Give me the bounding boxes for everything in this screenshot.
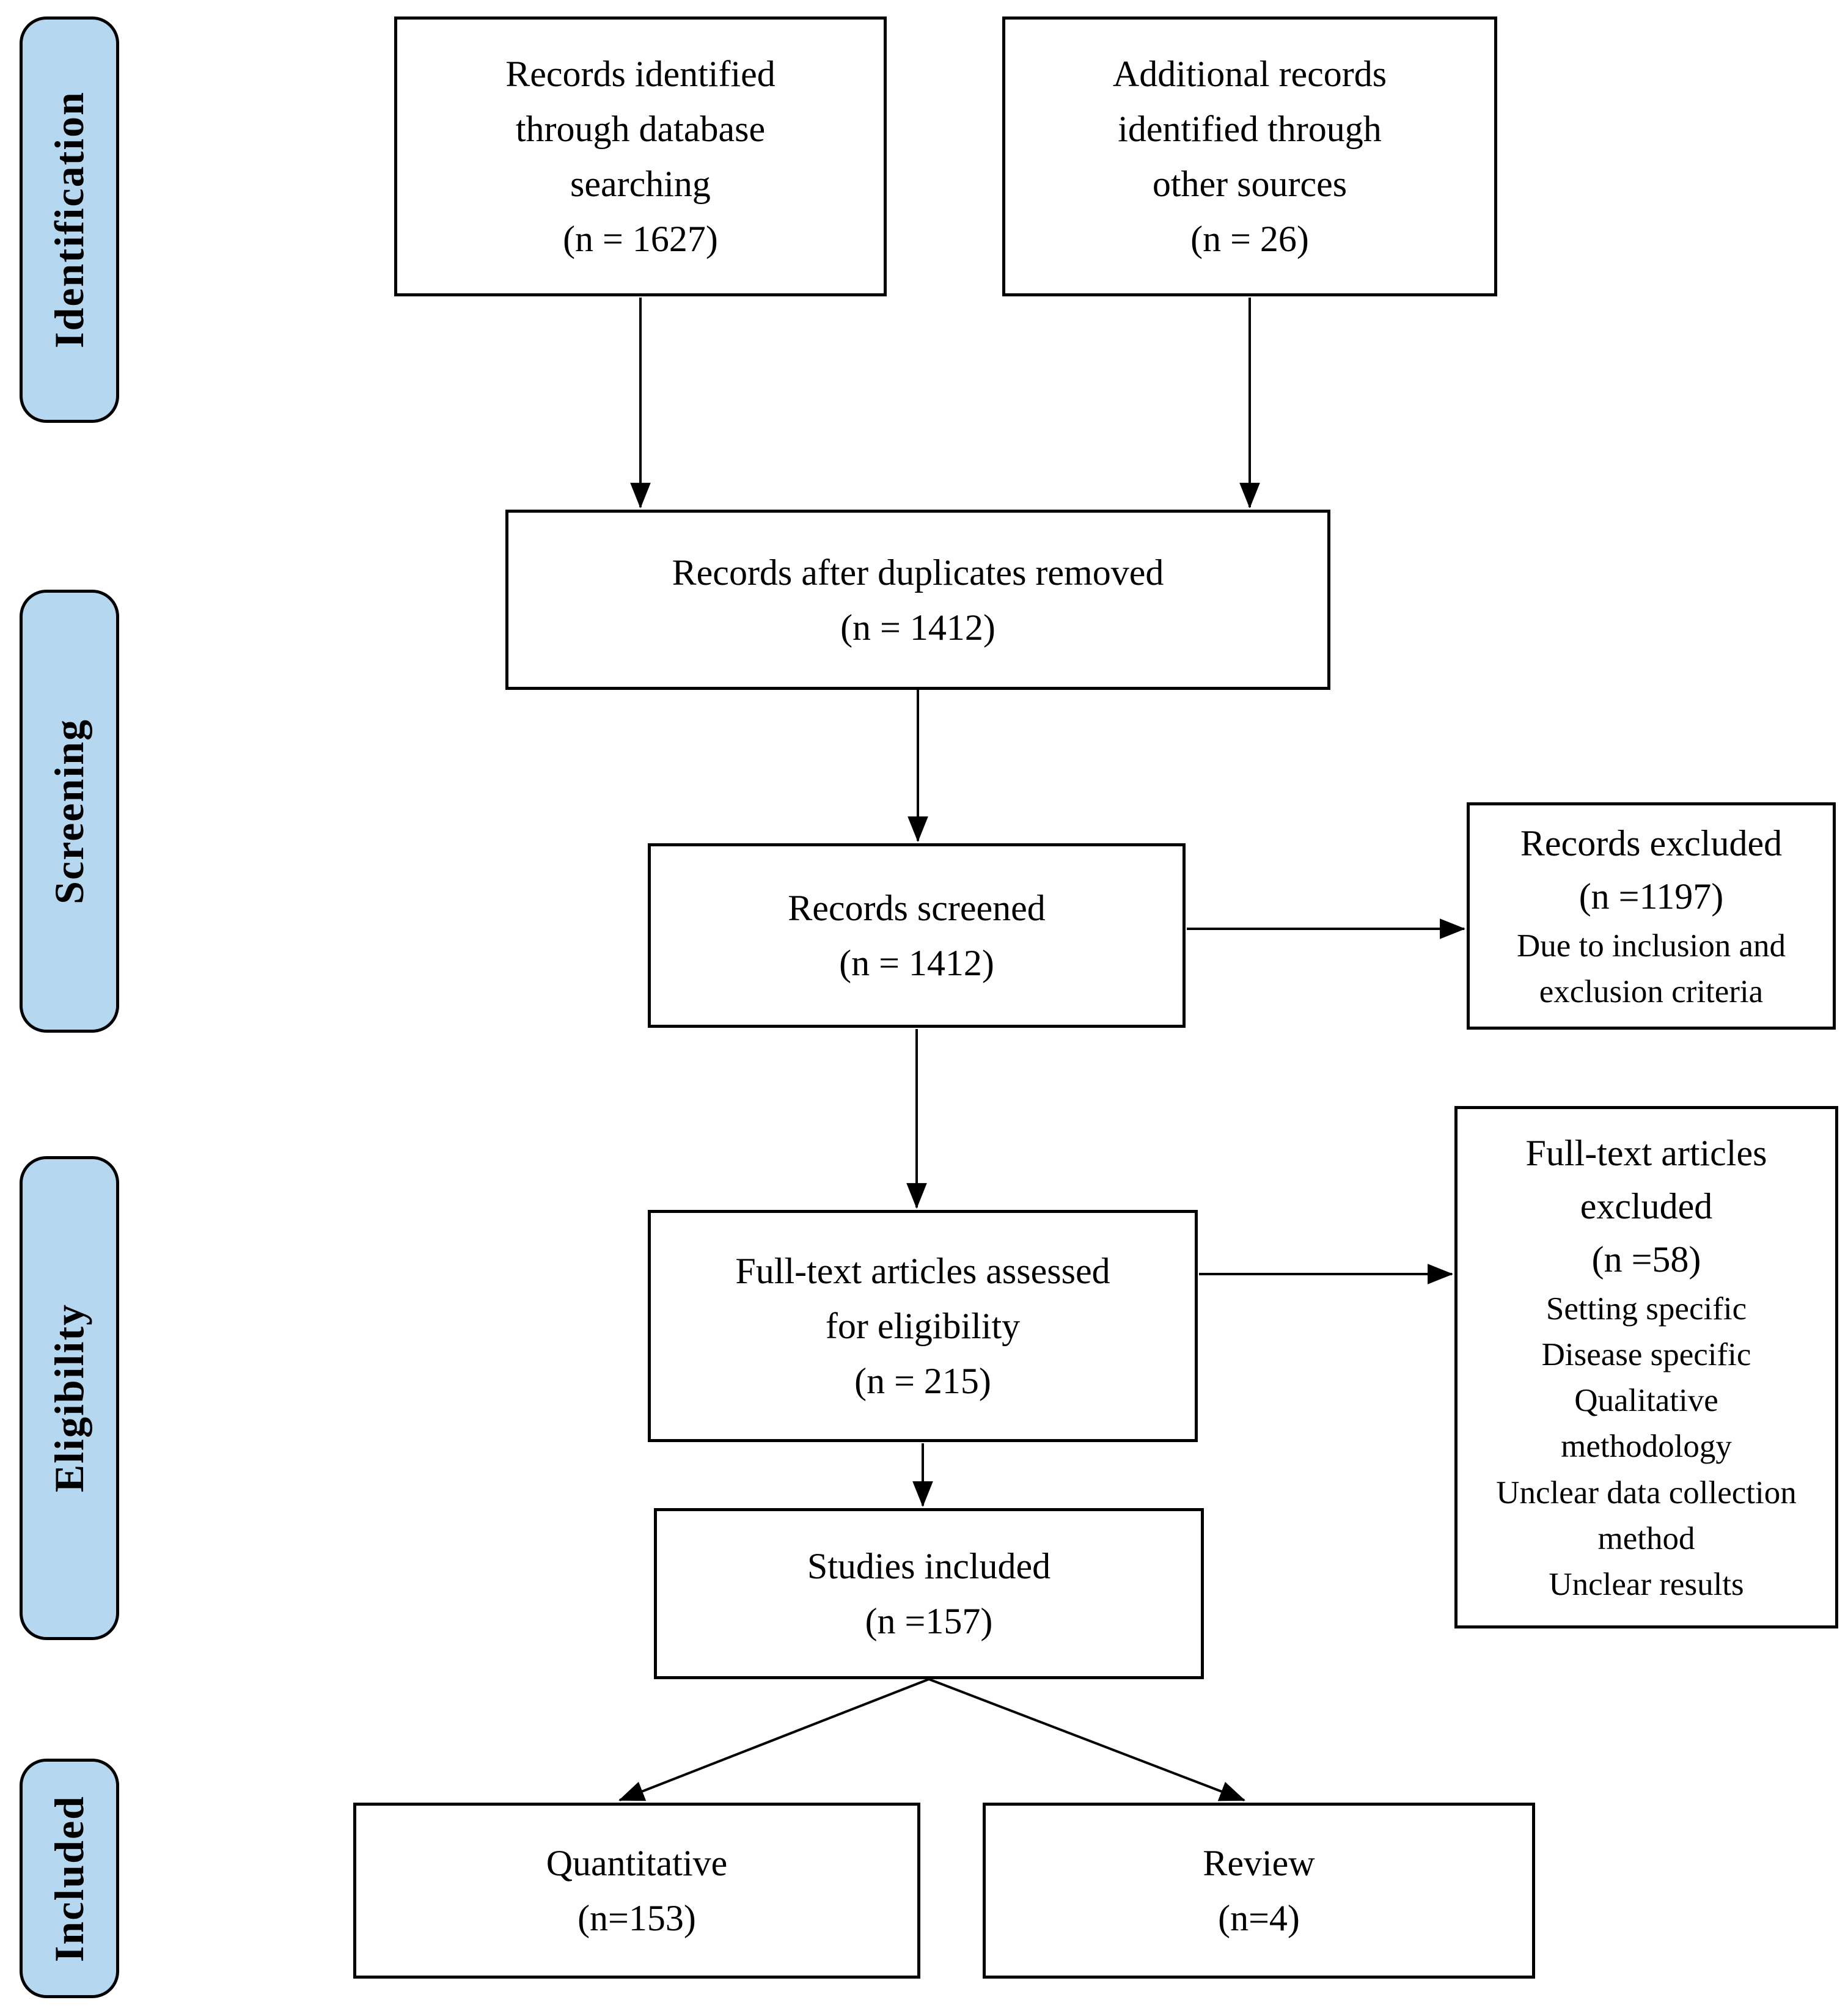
box-duplicates-removed: Records after duplicates removed (n = 14…	[505, 510, 1330, 690]
arrow-studies-included-to-review	[928, 1678, 1245, 1801]
stage-screening: Screening	[20, 590, 119, 1033]
stage-identification-label: Identification	[46, 91, 92, 348]
box-quantitative-text: Quantitative (n=153)	[546, 1843, 728, 1938]
box-records-identified-text: Records identified through database sear…	[505, 54, 776, 259]
box-fulltext-excluded-title: Full-text articles excluded (n =58)	[1525, 1132, 1767, 1280]
box-records-screened-text: Records screened (n = 1412)	[788, 888, 1046, 983]
box-review-text: Review (n=4)	[1203, 1843, 1315, 1938]
box-studies-included-text: Studies included (n =157)	[807, 1546, 1051, 1641]
box-duplicates-removed-text: Records after duplicates removed (n = 14…	[672, 552, 1164, 648]
box-records-excluded: Records excluded (n =1197) Due to inclus…	[1467, 802, 1836, 1030]
box-records-excluded-title: Records excluded (n =1197)	[1520, 822, 1783, 917]
stage-eligibility-label: Eligibility	[46, 1303, 92, 1493]
box-quantitative: Quantitative (n=153)	[353, 1803, 920, 1979]
box-fulltext-assessed: Full-text articles assessed for eligibil…	[648, 1210, 1198, 1442]
box-fulltext-excluded-detail: Setting specific Disease specific Qualit…	[1496, 1291, 1797, 1603]
box-additional-records: Additional records identified through ot…	[1002, 16, 1497, 296]
box-fulltext-assessed-text: Full-text articles assessed for eligibil…	[735, 1251, 1110, 1401]
box-records-excluded-detail: Due to inclusion and exclusion criteria	[1516, 928, 1786, 1009]
stage-screening-label: Screening	[46, 718, 92, 904]
box-studies-included: Studies included (n =157)	[654, 1508, 1204, 1679]
arrow-studies-included-to-quantitative	[618, 1678, 930, 1801]
stage-identification: Identification	[20, 16, 119, 423]
box-additional-records-text: Additional records identified through ot…	[1112, 54, 1387, 259]
box-records-screened: Records screened (n = 1412)	[648, 843, 1186, 1028]
stage-eligibility: Eligibility	[20, 1156, 119, 1640]
box-review: Review (n=4)	[983, 1803, 1535, 1979]
stage-included: Included	[20, 1759, 119, 1998]
box-records-identified: Records identified through database sear…	[394, 16, 887, 296]
stage-included-label: Included	[46, 1795, 92, 1962]
box-fulltext-excluded: Full-text articles excluded (n =58) Sett…	[1454, 1106, 1838, 1628]
